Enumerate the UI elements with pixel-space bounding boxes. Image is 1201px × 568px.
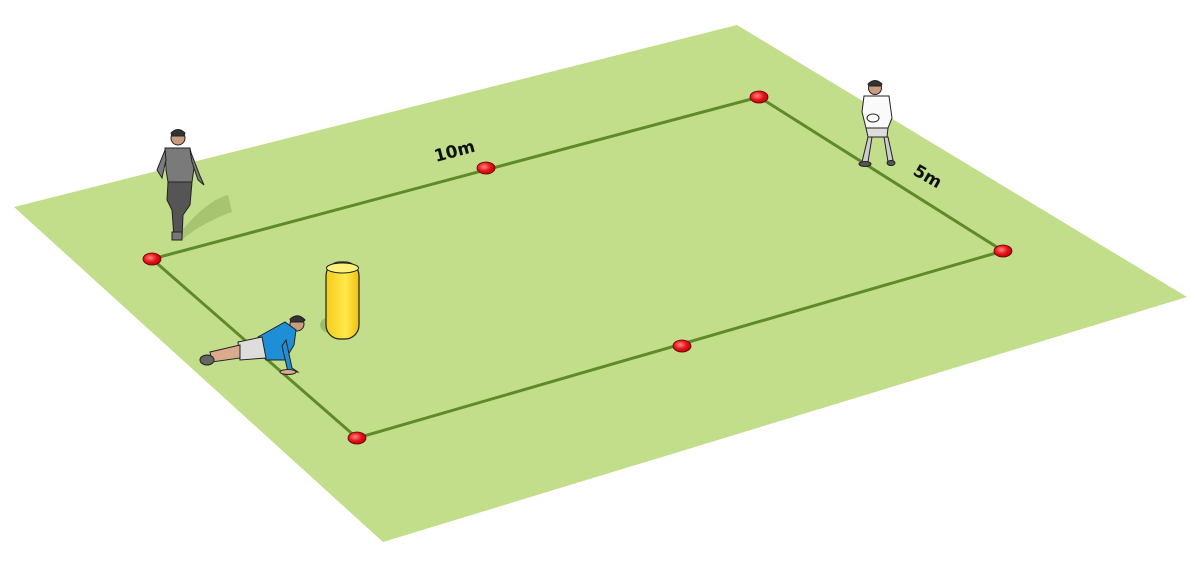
cone — [476, 161, 496, 175]
cones — [142, 90, 1013, 445]
cone — [749, 90, 769, 104]
cone — [672, 339, 692, 353]
player-blue-pushup — [199, 315, 306, 375]
player-grey-running — [156, 129, 205, 241]
cone — [993, 244, 1013, 258]
rugby-ball — [866, 113, 880, 123]
tackle-bag — [325, 261, 360, 340]
pitch — [14, 25, 1187, 542]
player-white-ball — [858, 80, 896, 167]
cone — [142, 252, 162, 266]
player-shadow — [178, 195, 232, 240]
cone — [347, 431, 367, 445]
